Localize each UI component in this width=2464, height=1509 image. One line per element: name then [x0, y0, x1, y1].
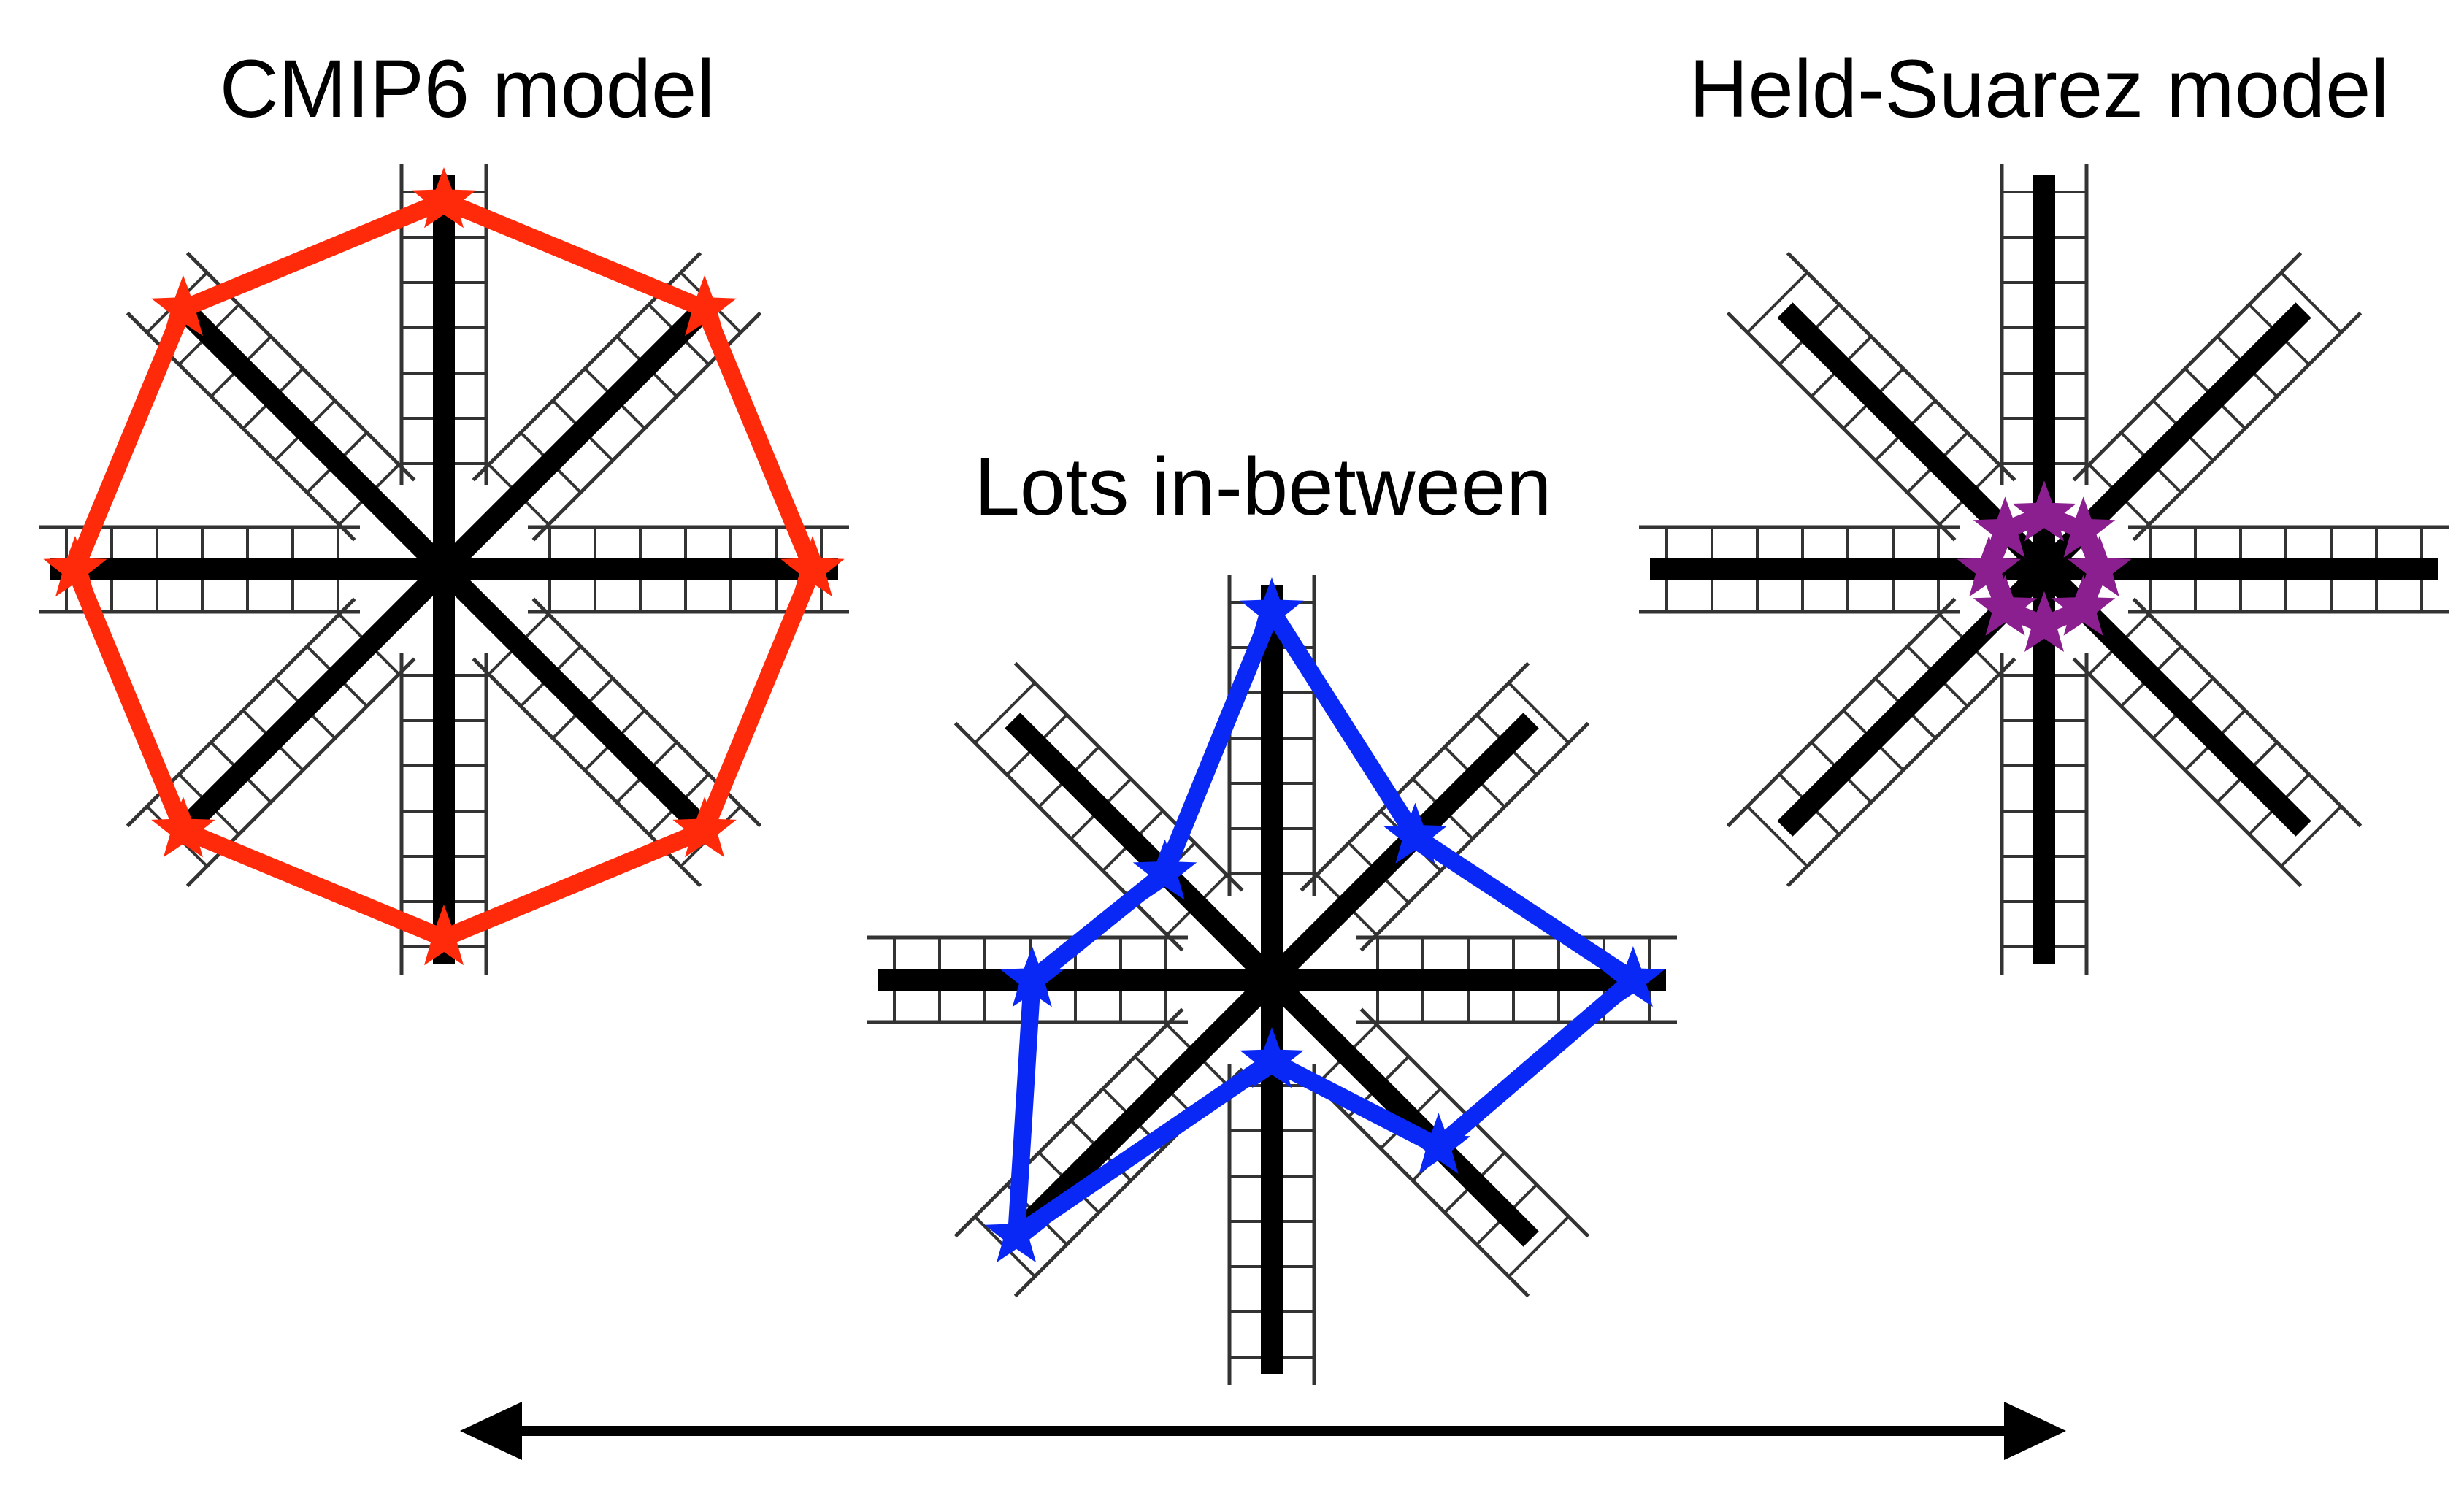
spoke-nw	[1005, 713, 1280, 988]
cmip6-radar-wheel	[39, 164, 849, 975]
level-star-w	[1000, 946, 1064, 1007]
ladder-rail	[1786, 657, 2016, 888]
ladder-nw	[1726, 251, 2016, 542]
ladder-rail	[1300, 1067, 1530, 1298]
level-star-s	[1240, 1027, 1304, 1088]
ladder-rail	[1300, 661, 1530, 892]
level-star-s	[412, 905, 476, 966]
ladder-n	[2000, 164, 2089, 485]
level-star-n	[1240, 577, 1304, 639]
level-star-ne	[672, 274, 737, 337]
ladder-rail	[1726, 311, 1957, 542]
ladder-rail	[2132, 597, 2363, 828]
spoke-ne	[436, 302, 711, 577]
ladder-rail	[1359, 721, 1590, 952]
level-star-ne	[1383, 802, 1448, 864]
ladder-rail	[1726, 597, 1957, 828]
level-star-se	[1406, 1113, 1471, 1174]
level-star-se	[672, 796, 737, 858]
ladder-rung	[973, 681, 1036, 744]
arrow-head-right	[2004, 1402, 2066, 1460]
level-star-ne	[2051, 496, 2116, 558]
ladder-rung	[1508, 681, 1570, 744]
ladder-rail	[1786, 251, 2016, 482]
spoke-sw	[177, 561, 452, 837]
ladder-rail	[2132, 311, 2363, 542]
spoke-se	[1264, 972, 1539, 1247]
spoke-sw	[1005, 972, 1280, 1247]
level-star-nw	[1132, 839, 1197, 900]
spoke-nw	[177, 302, 452, 577]
level-star-e	[780, 536, 845, 597]
ladder-rung	[2280, 271, 2343, 334]
level-star-sw	[984, 1201, 1048, 1263]
spoke-se	[436, 561, 711, 837]
ladder-sw	[1726, 597, 2016, 888]
lots-in-between-label: Lots in-between	[975, 441, 1552, 532]
spectrum-double-arrow	[460, 1402, 2066, 1460]
cmip6-model-label: CMIP6 model	[220, 43, 715, 134]
ladder-rail	[1013, 661, 1244, 892]
held-suarez-model-label: Held-Suarez model	[1689, 43, 2390, 134]
level-star-e	[2068, 536, 2132, 597]
level-star-sw	[151, 796, 215, 858]
arrow-head-left	[460, 1402, 522, 1460]
level-star-nw	[151, 274, 215, 337]
ladder-rail	[2072, 251, 2303, 482]
ladder-rail	[953, 1007, 1184, 1238]
ladder-rung	[1508, 1216, 1570, 1278]
ladder-rail	[953, 721, 1184, 952]
level-star-w	[43, 536, 107, 597]
ladder-rung	[1746, 805, 1808, 868]
level-star-w	[1957, 536, 2021, 597]
level-star-sw	[1973, 575, 2038, 636]
ladder-rail	[2072, 657, 2303, 888]
ladder-rung	[2280, 805, 2343, 868]
ladder-rung	[1746, 271, 1808, 334]
level-star-nw	[1973, 496, 2038, 558]
level-star-e	[1601, 946, 1665, 1007]
level-star-s	[2012, 591, 2076, 652]
between-radar-wheel	[867, 575, 1677, 1385]
level-star-n	[2012, 480, 2076, 542]
level-star-n	[412, 167, 476, 229]
level-star-se	[2051, 575, 2116, 636]
held-suarez-radar-wheel	[1639, 164, 2449, 975]
